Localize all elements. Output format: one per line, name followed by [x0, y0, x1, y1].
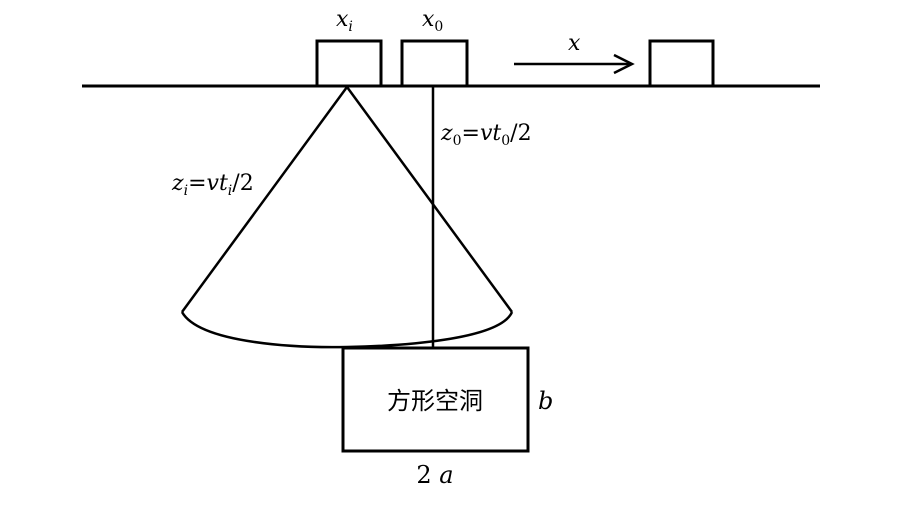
label-xi: xi	[336, 7, 353, 35]
label-x0: x0	[422, 7, 443, 35]
square-cavity	[341, 346, 530, 453]
label-z0-equation: z0=vt0/2	[440, 121, 532, 149]
receiver-box-x0	[400, 39, 469, 88]
label-zi-equation: zi=vti/2	[171, 171, 254, 199]
cavity-width-label-2a: 2 a	[416, 461, 453, 489]
cavity-label: 方形空洞	[387, 387, 483, 415]
receiver-box-xi	[315, 39, 383, 88]
direction-arrow-head	[613, 53, 635, 75]
receiver-box-moving	[648, 39, 715, 88]
cone-bottom-arc	[180, 311, 514, 349]
label-direction-x: x	[568, 31, 581, 56]
cone-right-edge	[345, 86, 514, 313]
cavity-height-label-b: b	[538, 387, 553, 415]
cone-left-edge	[180, 86, 349, 313]
